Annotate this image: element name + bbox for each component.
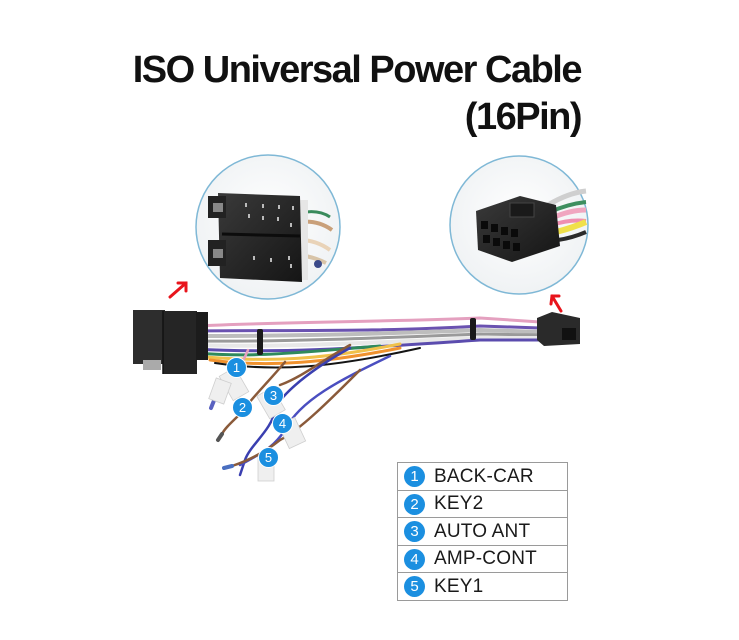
iso-connector-closeup	[195, 154, 341, 300]
iso-connector	[133, 310, 208, 374]
16pin-connector-closeup	[449, 155, 589, 295]
callout-badge-2: 2	[232, 397, 253, 418]
arrow-icon	[168, 281, 188, 299]
legend-table: 1 BACK-CAR 2 KEY2 3 AUTO ANT 4 AMP-CONT …	[397, 462, 568, 601]
cable-tie	[470, 318, 476, 340]
legend-row: 2 KEY2	[397, 489, 568, 519]
legend-row: 3 AUTO ANT	[397, 517, 568, 546]
callout-badge-1: 1	[226, 357, 247, 378]
number-badge: 2	[404, 493, 425, 515]
number-badge: 4	[404, 548, 425, 570]
callout-badge-5: 5	[258, 447, 279, 468]
wire-bundle	[193, 316, 542, 369]
arrow-icon	[549, 294, 563, 313]
number-badge: 5	[404, 576, 425, 597]
legend-label: AUTO ANT	[434, 520, 531, 542]
legend-row: 1 BACK-CAR	[397, 462, 568, 491]
number-badge: 1	[404, 466, 425, 487]
16pin-connector	[537, 312, 580, 346]
legend-label: KEY2	[434, 493, 484, 514]
legend-row: 4 AMP-CONT	[397, 544, 568, 574]
callout-badge-4: 4	[272, 413, 293, 434]
legend-label: KEY1	[434, 575, 484, 597]
legend-row: 5 KEY1	[397, 572, 568, 601]
title-line-1: ISO Universal Power Cable	[132, 49, 583, 91]
legend-label: BACK-CAR	[434, 465, 534, 487]
callout-badge-3: 3	[263, 385, 284, 406]
legend-label: AMP-CONT	[434, 548, 537, 569]
cable-tie	[257, 329, 263, 355]
number-badge: 3	[404, 521, 425, 542]
title-line-2: (16Pin)	[464, 96, 583, 138]
